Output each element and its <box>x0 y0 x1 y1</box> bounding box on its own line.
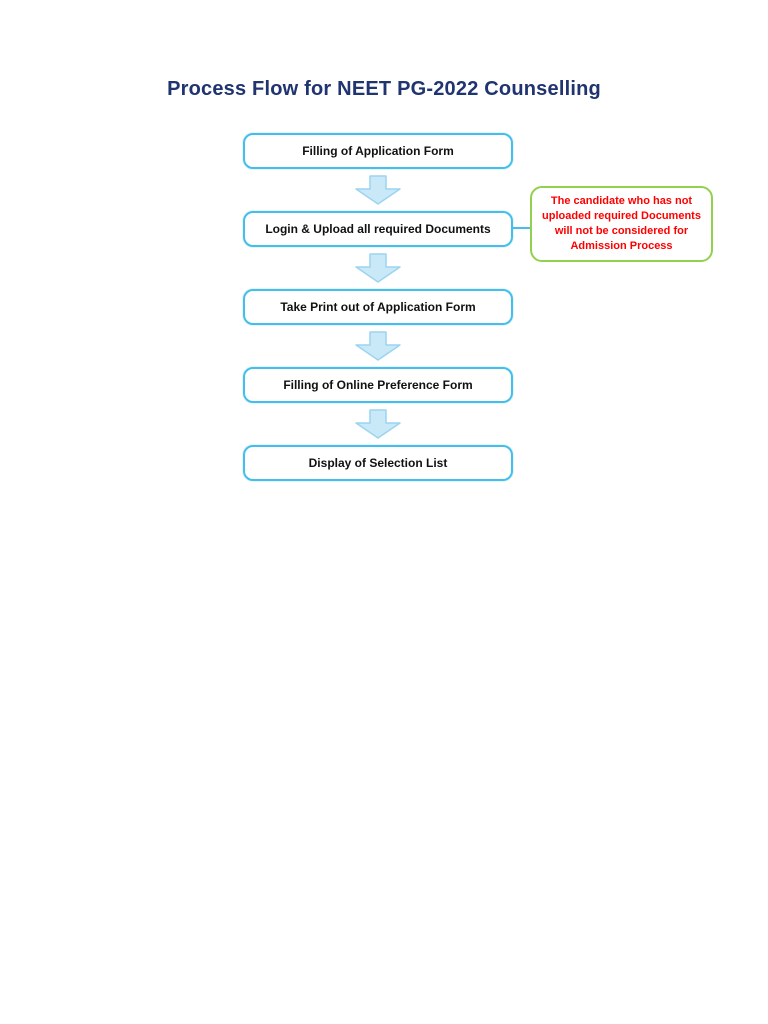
flow-step-selection-list: Display of Selection List <box>243 445 513 481</box>
down-arrow-icon <box>355 331 401 361</box>
process-flow: Filling of Application Form Login & Uplo… <box>243 133 513 481</box>
flow-step-label: Take Print out of Application Form <box>280 300 476 314</box>
flow-connector <box>355 247 401 289</box>
page-title: Process Flow for NEET PG-2022 Counsellin… <box>167 78 601 100</box>
warning-callout: The candidate who has not uploaded requi… <box>530 186 713 262</box>
flow-step-application-form: Filling of Application Form <box>243 133 513 169</box>
flow-step-label: Filling of Online Preference Form <box>283 378 473 392</box>
flow-step-print-application: Take Print out of Application Form <box>243 289 513 325</box>
callout-connector-line <box>513 227 530 229</box>
warning-callout-text: The candidate who has not uploaded requi… <box>542 195 701 252</box>
down-arrow-icon <box>355 175 401 205</box>
down-arrow-icon <box>355 409 401 439</box>
down-arrow-icon <box>355 253 401 283</box>
flow-connector <box>355 169 401 211</box>
flow-step-label: Filling of Application Form <box>302 144 454 158</box>
flow-step-preference-form: Filling of Online Preference Form <box>243 367 513 403</box>
flow-step-login-upload: Login & Upload all required Documents <box>243 211 513 247</box>
flow-connector <box>355 325 401 367</box>
flow-step-label: Login & Upload all required Documents <box>265 222 491 236</box>
flow-connector <box>355 403 401 445</box>
flow-step-label: Display of Selection List <box>308 456 448 470</box>
